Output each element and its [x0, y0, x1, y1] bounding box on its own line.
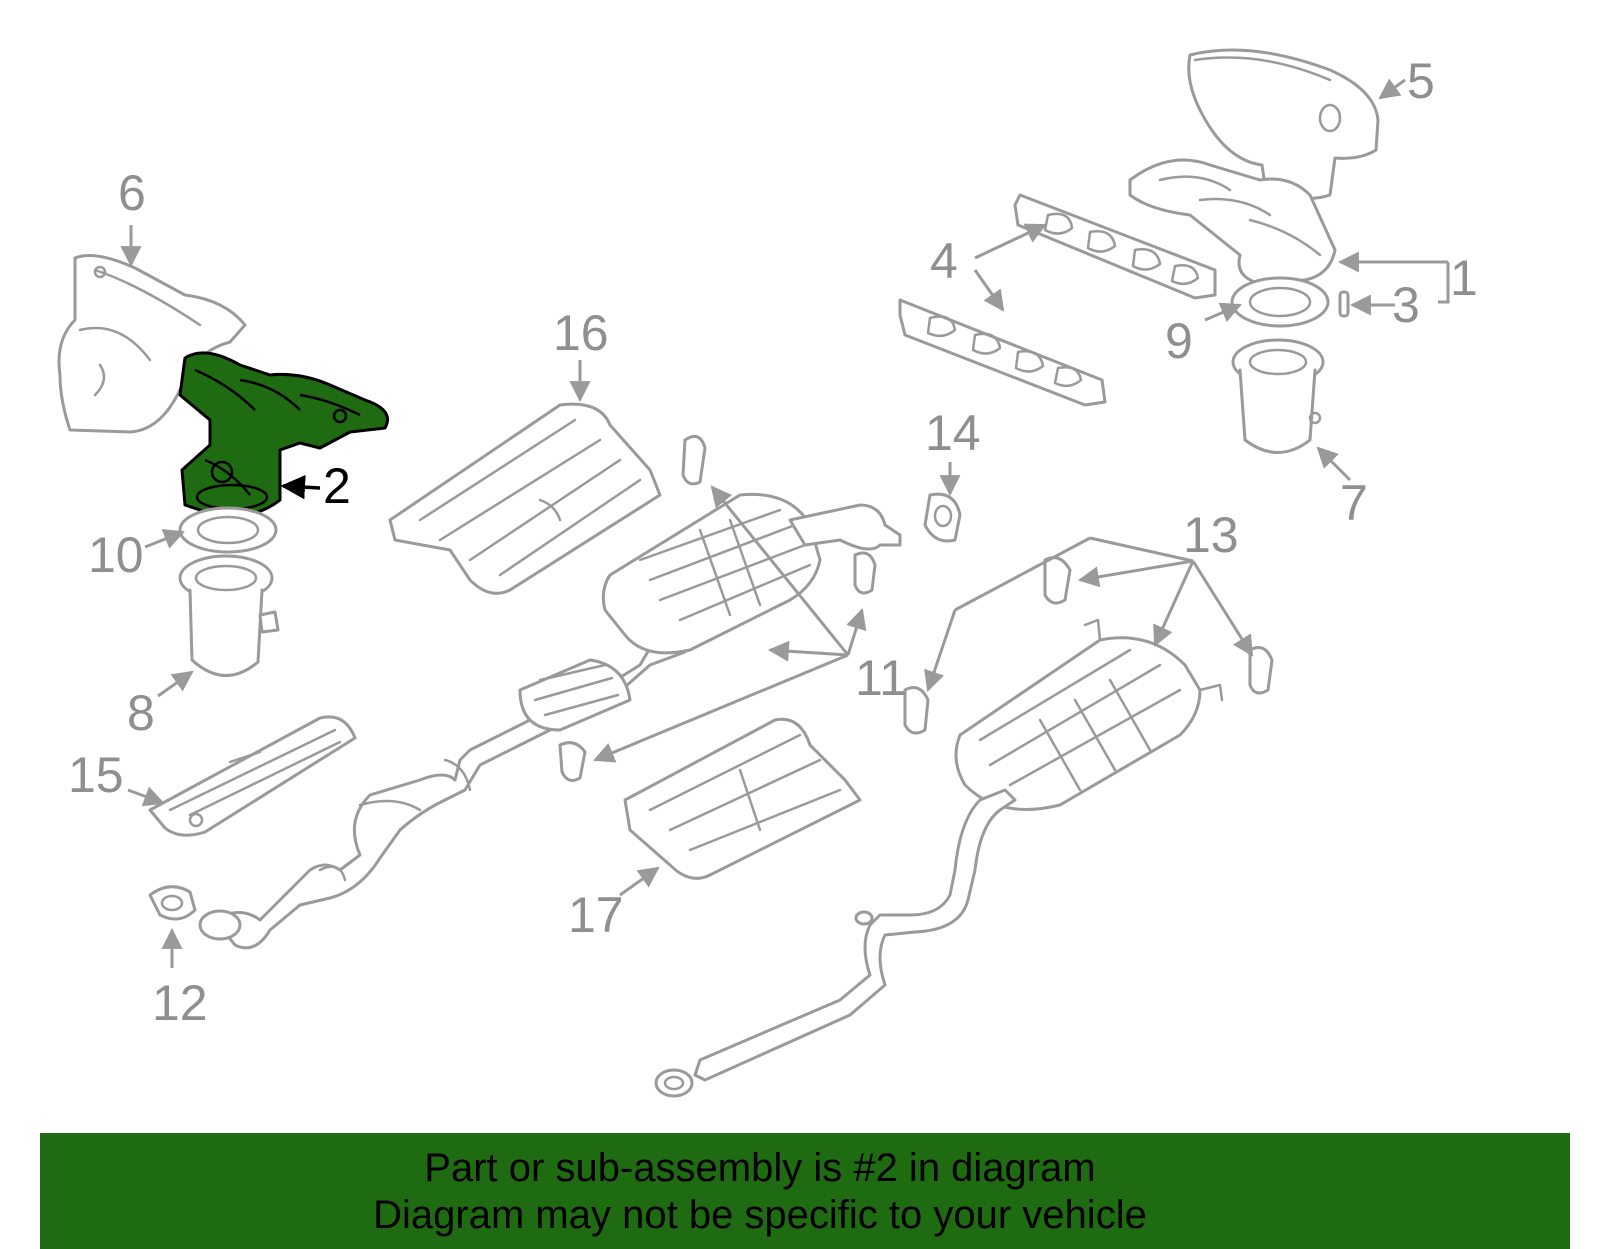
manifold-gaskets — [898, 193, 1217, 407]
callout-8: 8 — [127, 685, 155, 741]
gasket-left — [178, 506, 278, 554]
leader-lines — [120, 78, 1450, 968]
callout-14: 14 — [925, 405, 981, 461]
callout-13: 13 — [1183, 507, 1239, 563]
heat-shield-17 — [623, 717, 862, 880]
callout-6: 6 — [118, 165, 146, 221]
heat-shield-upper — [1187, 48, 1380, 200]
catalytic-converter-right — [1231, 338, 1325, 454]
info-banner: Part or sub-assembly is #2 in diagram Di… — [40, 1133, 1570, 1249]
exhaust-manifold-part-2 — [178, 351, 389, 518]
heat-shield-lower-left — [148, 715, 357, 837]
manifold-assembly-right — [1128, 158, 1350, 328]
callout-5: 5 — [1407, 53, 1435, 109]
banner-line-1: Part or sub-assembly is #2 in diagram — [424, 1146, 1096, 1190]
catalytic-converter-left — [178, 554, 280, 677]
callout-9: 9 — [1165, 313, 1193, 369]
rear-muffler — [954, 618, 1224, 811]
callout-17: 17 — [568, 887, 624, 943]
heat-shield-center — [388, 402, 662, 595]
callout-12: 12 — [152, 975, 208, 1031]
gasket-12 — [148, 885, 197, 921]
callout-16: 16 — [553, 305, 609, 361]
callout-4: 4 — [930, 233, 958, 289]
callout-10: 10 — [88, 527, 144, 583]
tail-pipe — [654, 788, 1017, 1098]
callout-2-highlighted: 2 — [323, 458, 351, 514]
banner-line-2: Diagram may not be specific to your vehi… — [373, 1193, 1147, 1237]
front-pipe-assembly — [198, 638, 687, 950]
callout-7: 7 — [1340, 475, 1368, 531]
center-muffler — [601, 492, 902, 655]
callout-11: 11 — [855, 650, 907, 706]
callout-1: 1 — [1450, 250, 1478, 306]
callout-numbers: 5 6 1 3 4 9 7 2 10 8 15 16 14 11 13 17 1… — [68, 53, 1478, 1031]
callout-15: 15 — [68, 747, 124, 803]
callout-3: 3 — [1392, 277, 1420, 333]
parts-diagram: 5 6 1 3 4 9 7 2 10 8 15 16 14 11 13 17 1… — [57, 48, 1478, 1098]
